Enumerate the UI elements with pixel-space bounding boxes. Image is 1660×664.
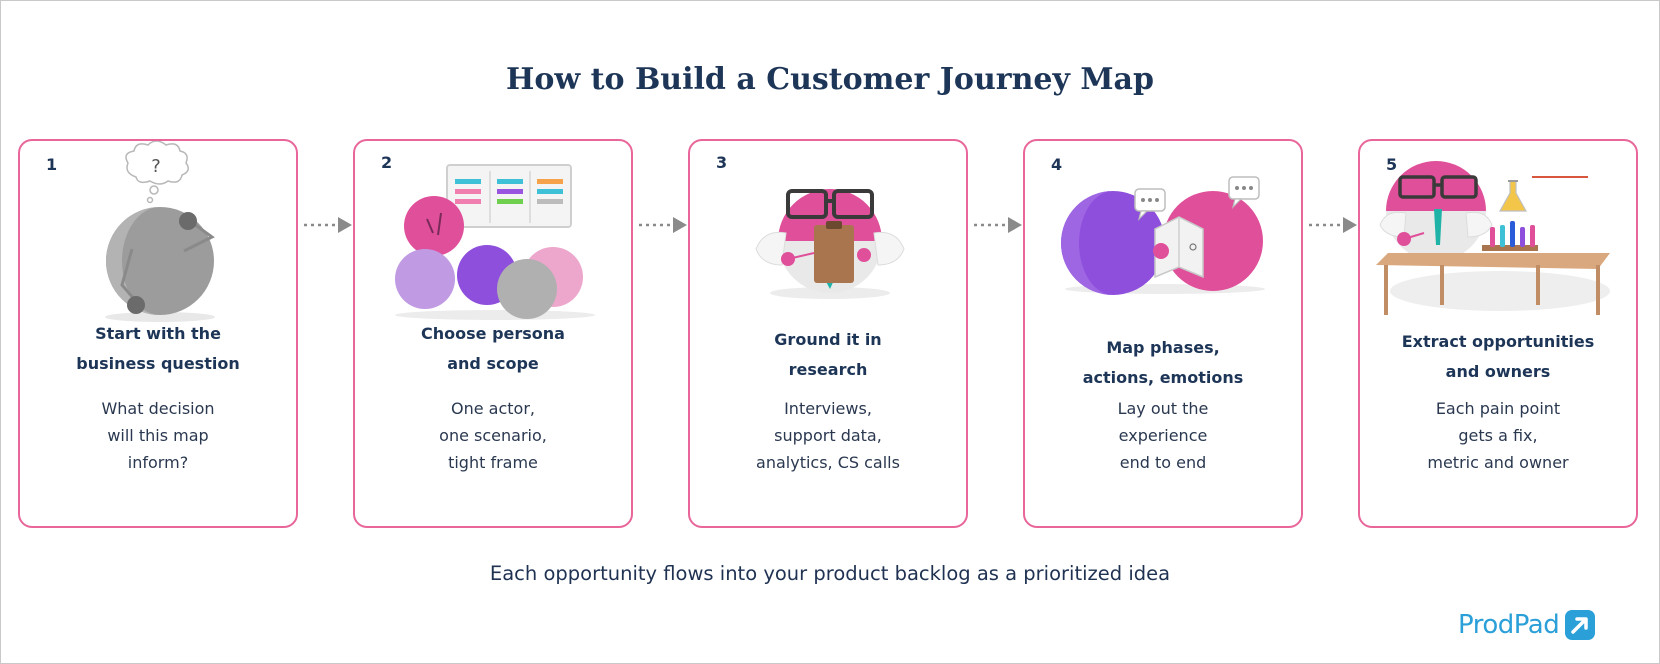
question-mark: ? [151, 156, 161, 177]
arrow-right-icon [304, 217, 352, 233]
footer-caption: Each opportunity flows into your product… [489, 562, 1171, 585]
diagram-title: How to Build a Customer Journey Map [506, 62, 1154, 97]
arrow-right-icon [639, 217, 687, 233]
step-number: 4 [1051, 155, 1063, 174]
step-description: One actor,one scenario,tight frame [439, 399, 547, 472]
persona-group-icon [395, 164, 595, 320]
step-number: 2 [381, 153, 393, 172]
arrow-up-right-icon [1565, 610, 1596, 640]
step-number: 3 [716, 153, 728, 172]
step-number: 1 [46, 155, 58, 174]
researcher-clipboard-icon [755, 189, 905, 299]
arrow-right-icon [974, 217, 1022, 233]
thinking-character-icon: ? [105, 141, 215, 322]
step-card-4: 4 Map phases,actions, emotions Lay out t… [1023, 139, 1303, 528]
brand-name: ProdPad [1458, 610, 1560, 640]
step-title: Map phases,actions, emotions [1082, 338, 1244, 387]
brand-logo: ProdPad [1458, 608, 1597, 642]
step-number: 5 [1386, 155, 1398, 174]
arrow-right-icon [1309, 217, 1357, 233]
step-description: Interviews,support data,analytics, CS ca… [756, 399, 900, 472]
scientist-lab-table-icon [1376, 161, 1610, 315]
two-characters-map-icon [1061, 176, 1265, 295]
